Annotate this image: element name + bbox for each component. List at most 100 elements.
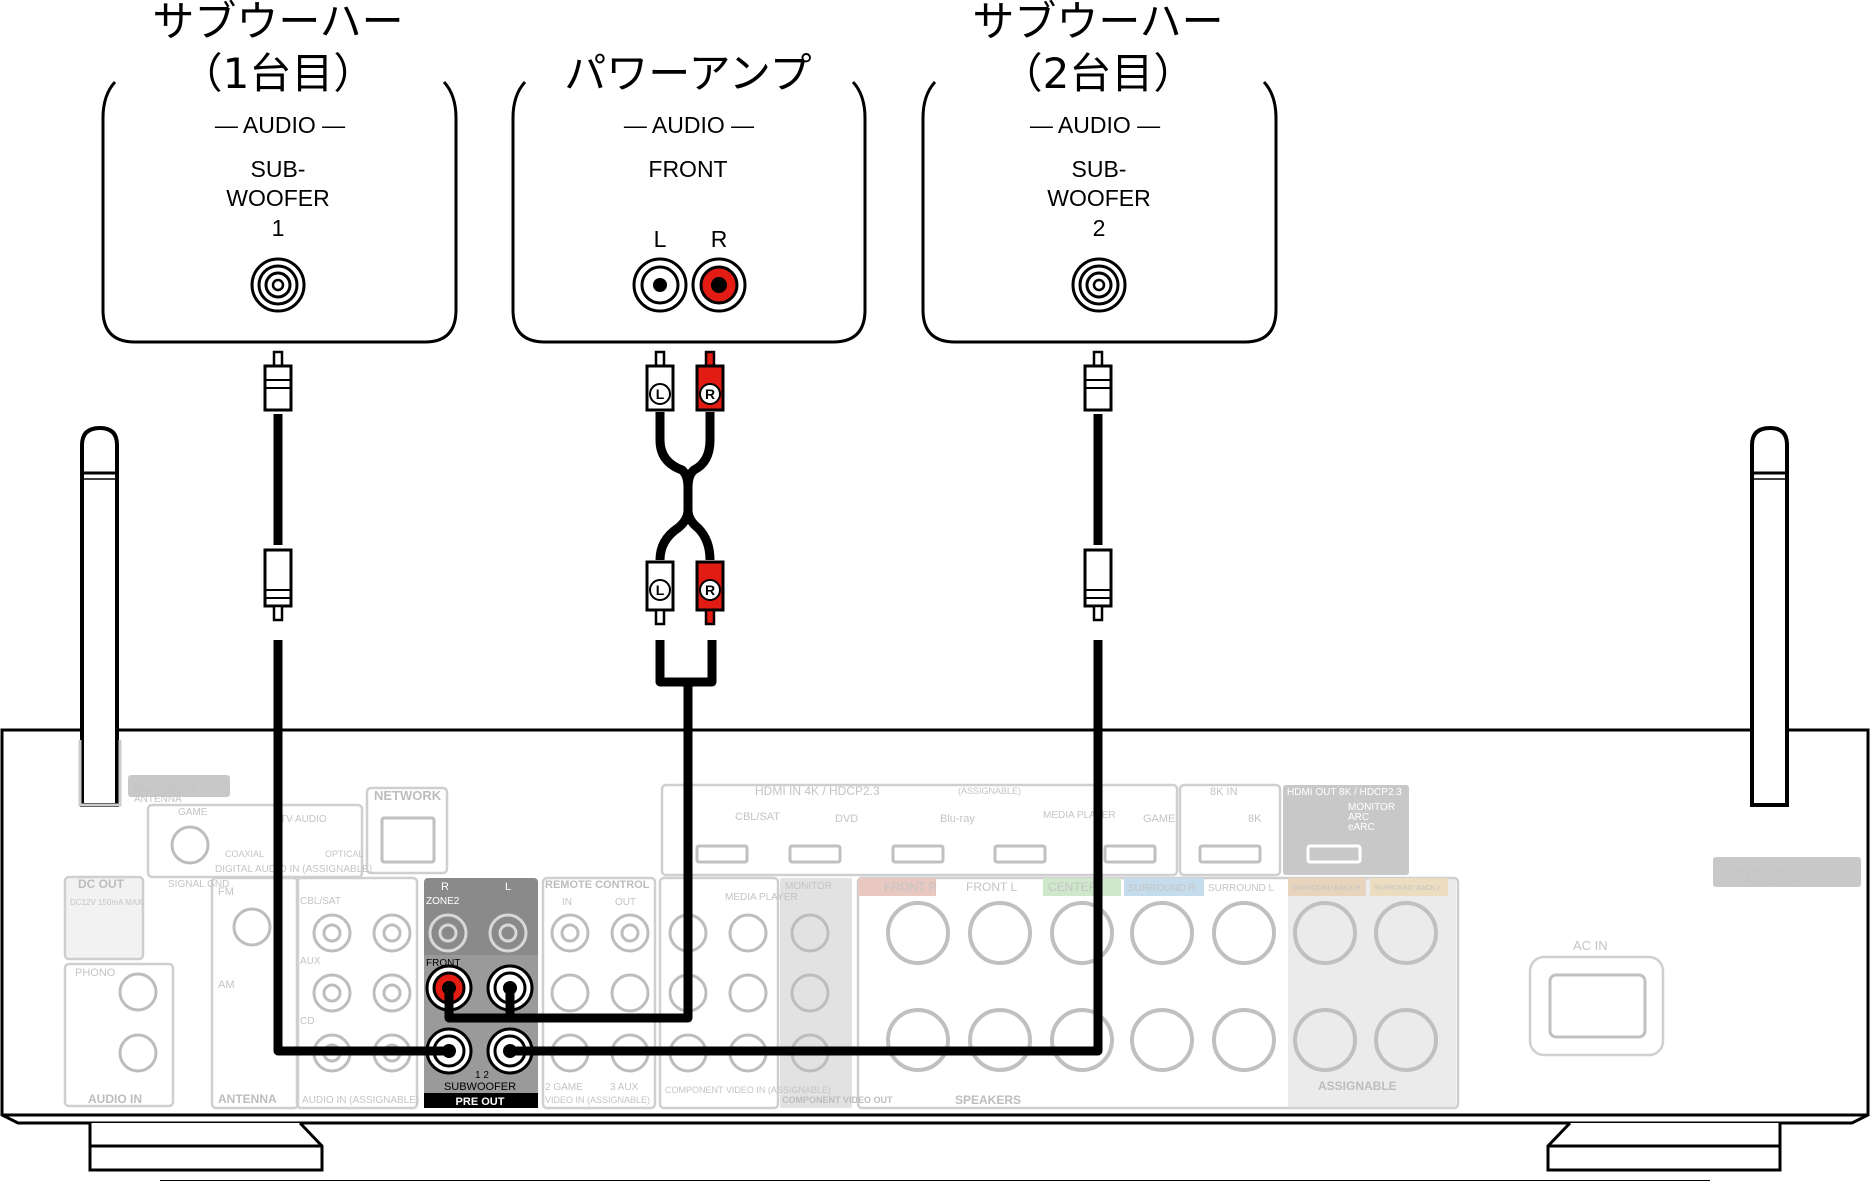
antenna-label-right-2: ANTENNA [1745,875,1798,887]
fm-label: FM [218,886,234,898]
antenna-label-left-1: Bluetooth / Wi-Fi [134,784,208,795]
subwoofer-1-rca-jack [250,257,306,313]
tv-audio-label: TV AUDIO [280,814,327,825]
dc-out-label: DC OUT [78,877,125,891]
audio-in-label: AUDIO IN [88,1092,142,1106]
component-video-in-label: COMPONENT VIDEO IN (ASSIGNABLE) [665,1085,831,1095]
subwoofer-2-port-label-3: 2 [1093,215,1106,241]
subwoofer-1-port-label-2: WOOFER [226,185,330,211]
speaker-surround-r: SURROUND R [1128,883,1196,894]
subwoofer-2-panel [921,80,1278,344]
cbl-sat-label: CBL/SAT [300,896,341,907]
speaker-surround-l: SURROUND L [1208,883,1275,894]
subwoofer-1-port-label-3: 1 [272,215,285,241]
subwoofer-1-panel [101,80,458,344]
subwoofer-2-plug-bottom [1083,548,1113,622]
coaxial-label: COAXIAL [225,849,264,859]
aux3-label: 3 AUX [610,1082,639,1093]
assignable-label: ASSIGNABLE [1318,1079,1397,1093]
power-amp-right-jack [691,257,747,313]
subwoofer-1-plug-top [263,350,293,412]
cd-label: CD [300,1016,314,1027]
signal-gnd-label: SIGNAL GND [168,879,229,890]
hdmi-input-5: GAME [1143,813,1175,825]
digital-audio-in-label: DIGITAL AUDIO IN (ASSIGNABLE) [215,864,372,875]
speaker-front-l: FRONT L [966,880,1017,894]
subwoofer-1-port-label-1: SUB- [251,156,306,182]
aux-label: AUX [300,956,321,967]
front-plug-bottom-left: L [645,560,675,626]
rca-plugs: L R L R [263,350,1113,626]
power-amp-right-label: R [711,226,728,252]
hdmi-out-monitor: MONITOR [1348,802,1395,813]
am-label: AM [218,979,235,991]
antenna-label-left-2: ANTENNA [134,794,182,805]
subwoofer-1-title: サブウーハー [152,0,403,46]
subwoofer-2-title: サブウーハー [972,0,1223,46]
subwoofer-2-cable [510,640,1103,1056]
subwoofer-2-port-label-1: SUB- [1072,156,1127,182]
ac-in-label: AC IN [1573,938,1608,953]
speaker-front-r: FRONT R [884,880,937,894]
game-label: GAME [178,807,208,818]
subwoofer-2-section: — AUDIO — [1030,112,1160,138]
pre-out-r-label: R [441,881,449,893]
subwoofer-2-device: サブウーハー （2台目） — AUDIO — SUB- WOOFER 2 [921,0,1278,344]
speakers-label: SPEAKERS [955,1093,1021,1107]
cables [273,412,1103,1056]
power-amp-device: パワーアンプ — AUDIO — FRONT L R [511,49,867,344]
video-in-assignable-label: VIDEO IN (ASSIGNABLE) [545,1095,650,1105]
hdmi-out-arc: ARC [1348,812,1369,823]
front-cable-l [505,988,688,1023]
right-antenna [1750,425,1789,807]
speaker-surround-back-r: SURROUND BACK R [1292,885,1360,892]
pre-out-label: PRE OUT [456,1096,505,1108]
subwoofer-2-port-label-2: WOOFER [1047,185,1151,211]
pre-out-l-label: L [505,881,511,893]
optical-label: OPTICAL [325,849,364,859]
subwoofer-2-subtitle: （2台目） [1001,49,1196,98]
hdmi-out-earc: eARC [1348,822,1375,833]
power-amp-port-label: FRONT [648,156,727,182]
subwoofer-1-device: サブウーハー （1台目） — AUDIO — SUB- WOOFER 1 [101,0,458,344]
hdmi-input-1: CBL/SAT [735,811,780,823]
subwoofer-2-rca-jack [1071,257,1127,313]
hdmi-assignable-label: (ASSIGNABLE) [958,786,1021,796]
front-plug-top-left: L [645,350,675,412]
pre-out-subwoofer-label: SUBWOOFER [444,1081,516,1093]
hdmi-input-4: MEDIA PLAYER [1043,810,1116,821]
subwoofer-1-subtitle: （1台目） [181,49,376,98]
dc-out-spec: DC12V 150mA MAX. [70,898,145,907]
subwoofer-1-plug-bottom [263,548,293,622]
front-plug-top-right-letter: R [705,386,715,402]
front-plug-bottom-right-letter: R [705,582,715,598]
pre-out-front-label: FRONT [426,958,460,969]
component-video-out-label: COMPONENT VIDEO OUT [782,1095,893,1105]
remote-control-label: REMOTE CONTROL [545,879,650,891]
front-plug-bottom-right: R [695,560,725,626]
hdmi-input-3: Blu-ray [940,813,975,825]
remote-in-label: IN [562,897,572,908]
pre-out-sub-numbers: 1 2 [475,1070,489,1081]
left-antenna [78,425,122,807]
hdmi-input-2: DVD [835,813,858,825]
power-amp-panel [511,80,867,344]
av-receiver: Bluetooth / Wi-Fi ANTENNA Bluetooth / Wi… [0,425,1870,1181]
phono-label: PHONO [75,967,116,979]
front-plug-top-right: R [695,350,725,412]
zone2-label: ZONE2 [426,896,460,907]
hdmi-in-label: HDMI IN 4K / HDCP2.3 [755,784,880,798]
speaker-surround-back-l: SURROUND BACK L [1374,885,1441,892]
power-amp-left-jack [632,257,688,313]
network-label: NETWORK [374,788,442,803]
front-plug-bottom-left-letter: L [656,582,665,598]
power-amp-section: — AUDIO — [624,112,754,138]
subwoofer-1-cable [273,640,449,1056]
antenna-label-right-1: Bluetooth / Wi-Fi [1720,865,1801,877]
hdmi-out-label: HDMI OUT 8K / HDCP2.3 [1287,787,1402,798]
power-amp-title: パワーアンプ [564,49,811,98]
audio-in-assignable-label: AUDIO IN (ASSIGNABLE) [302,1095,419,1106]
hdmi-8k-in-label: 8K IN [1210,786,1238,798]
monitor-label: MONITOR [785,881,832,892]
